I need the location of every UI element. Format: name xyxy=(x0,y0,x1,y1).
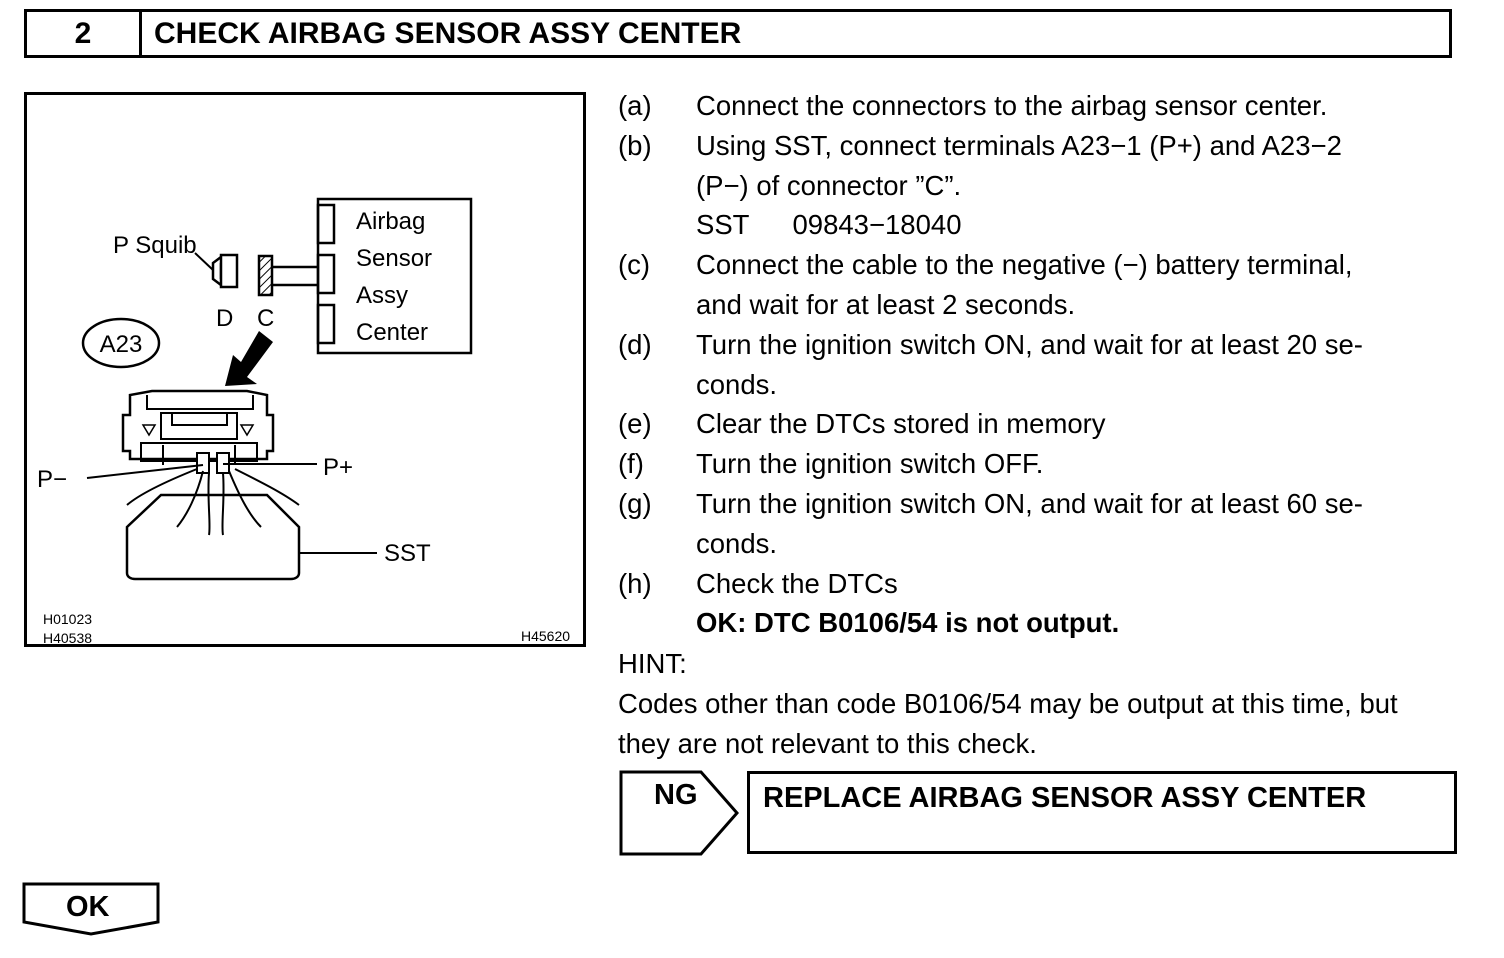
ok-condition: OK: DTC B0106/54 is not output. xyxy=(696,607,1120,639)
ng-label: NG xyxy=(654,779,698,811)
p-minus-label: P− xyxy=(37,466,67,493)
step-letter: (h) xyxy=(618,567,652,599)
ng-action-text: REPLACE AIRBAG SENSOR ASSY CENTER xyxy=(763,782,1367,814)
step-h: (h) Check the DTCs OK: DTC B0106/54 is n… xyxy=(618,564,1458,644)
ng-arrow-shape xyxy=(619,770,739,856)
squib-plug-body xyxy=(211,256,222,286)
ng-action-box: REPLACE AIRBAG SENSOR ASSY CENTER xyxy=(747,771,1457,854)
sst-label: SST xyxy=(696,209,750,241)
step-text: Clear the DTCs stored in memory xyxy=(696,408,1106,440)
step-letter: (f) xyxy=(618,448,644,480)
hint-label: HINT: xyxy=(618,648,687,679)
sensor-terminal-2 xyxy=(316,253,336,295)
step-number: 2 xyxy=(27,12,142,55)
step-text: Turn the ignition switch ON, and wait fo… xyxy=(696,328,1363,360)
step-letter: (a) xyxy=(618,90,652,121)
ok-arrow-shape xyxy=(22,882,160,936)
ok-label: OK xyxy=(66,891,110,923)
step-d: (d) Turn the ignition switch ON, and wai… xyxy=(618,325,1458,405)
step-header: 2 CHECK AIRBAG SENSOR ASSY CENTER xyxy=(24,9,1452,58)
hint-block: HINT: Codes other than code B0106/54 may… xyxy=(618,644,1458,763)
step-a: (a) Connect the connectors to the airbag… xyxy=(618,86,1458,126)
sensor-terminal-3 xyxy=(316,303,336,345)
step-letter: (g) xyxy=(618,487,652,519)
sensor-terminal-1 xyxy=(316,203,336,245)
connector-diagram: Airbag Sensor Assy Center P Squib D C A2… xyxy=(37,197,570,644)
step-g: (g) Turn the ignition switch ON, and wai… xyxy=(618,484,1458,564)
figure-code-2: H40538 xyxy=(43,630,92,644)
connector-d xyxy=(219,253,239,289)
step-text: (P−) of connector ”C”. xyxy=(696,169,962,201)
step-f: (f) Turn the ignition switch OFF. xyxy=(618,444,1458,484)
procedure-steps: (a) Connect the connectors to the airbag… xyxy=(618,86,1458,643)
step-c: (c) Connect the cable to the negative (−… xyxy=(618,245,1458,325)
figure-code-1: H01023 xyxy=(43,611,92,627)
p-plus-label: P+ xyxy=(323,454,353,481)
hint-text: they are not relevant to this check. xyxy=(618,727,1037,759)
step-letter: (c) xyxy=(618,249,651,281)
step-text: conds. xyxy=(696,368,778,400)
step-text: conds. xyxy=(696,527,778,559)
sst-label: SST xyxy=(384,540,431,567)
step-letter: (b) xyxy=(618,129,652,161)
step-text: and wait for at least 2 seconds. xyxy=(696,288,1076,320)
sensor-label-line2: Sensor xyxy=(356,245,432,272)
hint-text: Codes other than code B0106/54 may be ou… xyxy=(618,687,1398,719)
step-text: Turn the ignition switch OFF. xyxy=(696,448,1044,480)
connector-illustration: Airbag Sensor Assy Center P Squib D C A2… xyxy=(24,92,586,647)
terminal-p-minus xyxy=(196,452,210,474)
p-squib-label: P Squib xyxy=(113,232,197,259)
step-title: CHECK AIRBAG SENSOR ASSY CENTER xyxy=(154,16,742,50)
sensor-label-line4: Center xyxy=(356,319,428,346)
sst-number: 09843−18040 xyxy=(792,209,962,241)
step-text: Turn the ignition switch ON, and wait fo… xyxy=(696,487,1363,519)
arrow-icon xyxy=(225,331,273,386)
step-text: Connect the connectors to the airbag sen… xyxy=(696,90,1328,121)
step-text: Using SST, connect terminals A23−1 (P+) … xyxy=(696,129,1342,161)
connector-c-label: C xyxy=(257,305,274,332)
p-squib-leader xyxy=(194,252,214,271)
step-letter: (d) xyxy=(618,328,652,360)
connector-c xyxy=(257,254,274,297)
step-text: Connect the cable to the negative (−) ba… xyxy=(696,249,1353,281)
figure-code-3: H45620 xyxy=(521,628,570,644)
sensor-label-line3: Assy xyxy=(356,282,408,309)
connector-id-ellipse xyxy=(81,317,161,369)
step-e: (e) Clear the DTCs stored in memory xyxy=(618,404,1458,444)
sensor-label-line1: Airbag xyxy=(356,208,425,235)
step-b: (b) Using SST, connect terminals A23−1 (… xyxy=(618,126,1458,245)
sst-tool xyxy=(125,493,301,581)
p-minus-leader xyxy=(86,464,204,479)
connector-d-label: D xyxy=(216,305,233,332)
step-text: Check the DTCs xyxy=(696,567,898,599)
step-letter: (e) xyxy=(618,408,652,440)
connector-id-label: A23 xyxy=(100,331,143,358)
